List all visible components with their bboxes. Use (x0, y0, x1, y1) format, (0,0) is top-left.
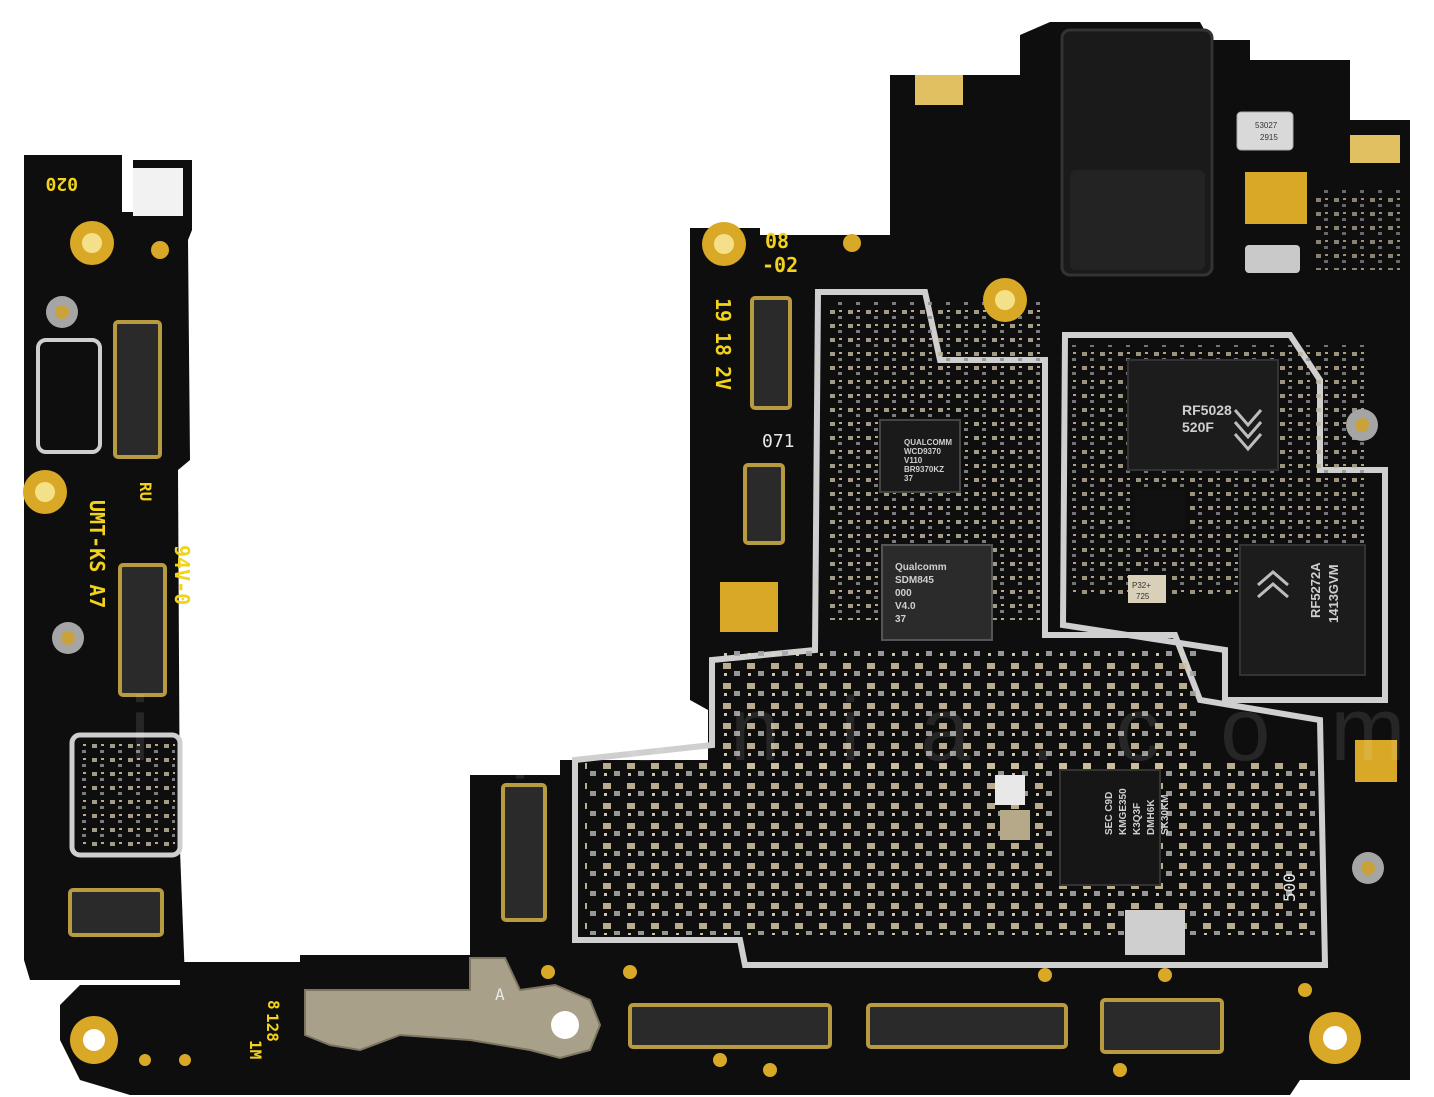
crystal-top (1236, 111, 1294, 151)
components-area-2 (585, 760, 1315, 935)
chip-codec-line2: WCD9370 (904, 447, 941, 456)
components-area-5 (80, 742, 175, 847)
shield-frame-left (69, 732, 183, 858)
connector-left-3 (68, 888, 164, 937)
connector-main-3 (501, 783, 547, 922)
mark-letter-a: A (495, 985, 505, 1004)
rf-coax-connectors (46, 296, 1384, 884)
chip-codec-line4: BR9370KZ (904, 465, 944, 474)
connector-left-2 (118, 563, 167, 697)
crystal-top-line2: 2915 (1260, 133, 1278, 142)
chip-proc-line5: 37 (895, 614, 907, 625)
chip-rf-top-line2: 520F (1182, 419, 1214, 435)
mark-2v: 2V (711, 366, 735, 390)
chip-proc-line2: SDM845 (895, 575, 934, 586)
watermark: ictoponia.com (130, 680, 1434, 780)
mark-18: 18 (711, 332, 735, 356)
connector-main-2 (743, 463, 785, 545)
chip-small-4 (995, 775, 1025, 805)
mark-128: 128 (263, 1013, 282, 1042)
chip-rf-top-line1: RF5028 (1182, 402, 1232, 418)
chip-mem-line1: SEC C9D (1104, 792, 1115, 835)
chip-memory (1059, 769, 1161, 886)
bracket-hole (551, 1011, 579, 1039)
chip-rf-bottom-line2: 1413GVM (1326, 564, 1341, 623)
mark-8: 8 (264, 1000, 283, 1010)
chip-codec-line3: V110 (904, 456, 923, 465)
chip-mem-line5: SK30KM (1160, 794, 1171, 835)
chip-rf-bottom-line1: RF5272A (1308, 562, 1323, 618)
chip-small-5 (1000, 810, 1030, 840)
chip-proc-line3: 000 (895, 588, 912, 599)
mark-ru: RU (136, 482, 155, 501)
rf-chip-logo (1233, 409, 1289, 599)
mark-071: 071 (762, 431, 795, 452)
components-area-6 (1310, 190, 1400, 270)
chip-proc-line1: Qualcomm (895, 562, 947, 573)
chip-codec-line1: QUALCOMM (904, 438, 952, 447)
chip-codec-line5: 37 (904, 474, 913, 483)
chip-small-3 (1125, 910, 1185, 955)
connector-bottom-3 (1100, 998, 1224, 1054)
chip-mem-line2: KMGE350 (1118, 788, 1129, 835)
chip-mem-line3: K3Q3F (1132, 803, 1143, 835)
connector-bottom-1 (628, 1003, 832, 1049)
mark-date-08: 08 (765, 229, 789, 253)
chip-qualcomm-codec (879, 419, 961, 493)
small-vias (139, 234, 1312, 1077)
connector-main-1 (750, 296, 792, 410)
mark-1m: 1M (246, 1040, 265, 1059)
mark-date-02: -02 (762, 253, 798, 277)
chip-mem-line4: DMH6K (1146, 799, 1157, 835)
connector-bottom-2 (866, 1003, 1068, 1049)
shield-frame-small (36, 338, 102, 454)
chip-processor (881, 544, 993, 641)
crystal-small-line1: P32+ (1132, 581, 1151, 590)
mark-500: 500 (1280, 873, 1299, 902)
headphone-jack-inner (1070, 170, 1205, 270)
crystal-small-line2: 725 (1136, 592, 1150, 601)
crystal-top-line1: 53027 (1255, 121, 1278, 130)
gold-pads (133, 75, 1400, 782)
mark-020: 020 (45, 173, 78, 194)
mark-vendor: UMT-KS A7 (85, 500, 109, 608)
connector-left-1 (113, 320, 162, 459)
metal-bracket (304, 957, 602, 1060)
mark-19: 19 (711, 298, 735, 322)
chip-rf-top (1127, 359, 1279, 471)
chip-rf-bottom (1239, 544, 1366, 676)
mark-rating: 94V-0 (170, 545, 194, 605)
chip-small-2 (1128, 575, 1166, 603)
screw-holes (23, 221, 1361, 1064)
components-area-3 (720, 650, 1200, 770)
chip-small-1 (1135, 490, 1185, 530)
crystal-2 (1245, 245, 1300, 273)
chip-proc-line4: V4.0 (895, 601, 916, 612)
